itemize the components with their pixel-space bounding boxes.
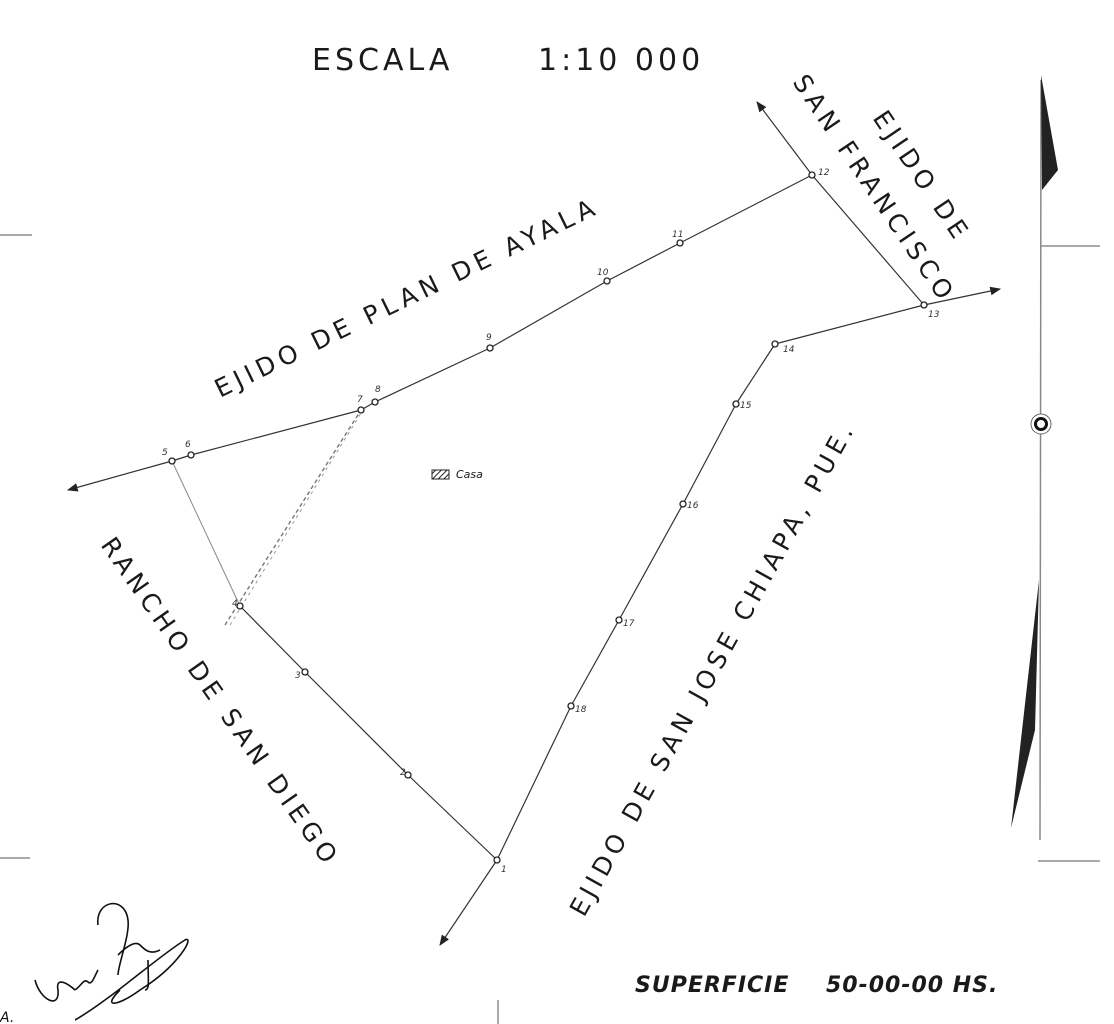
building-label: Casa: [456, 468, 483, 481]
station-label: 10: [597, 268, 609, 278]
boundary-segment: [407, 774, 498, 861]
station-label: 7: [357, 395, 363, 405]
boundary-segment: [682, 403, 737, 505]
boundary-extension-east: [923, 286, 1002, 306]
label-north-neighbor: EJIDO DE PLAN DE AYALA: [210, 191, 604, 403]
station-label: 6: [185, 440, 191, 450]
station-marker: [615, 616, 623, 624]
station-marker: [168, 457, 176, 465]
station-label: 1: [501, 865, 507, 875]
boundary-segment: [606, 242, 681, 282]
station-marker: [603, 277, 611, 285]
station-marker: [808, 171, 816, 179]
station-marker: [676, 239, 684, 247]
boundary-segment: [239, 605, 306, 673]
boundary-segment: [774, 304, 925, 345]
boundary-extension-south: [439, 859, 498, 946]
building-casa: Casa: [431, 468, 483, 481]
station-label: 12: [818, 168, 830, 178]
station-label: 13: [928, 310, 940, 320]
boundary-segment: [570, 619, 620, 707]
station-marker: [679, 500, 687, 508]
boundary-segment: [735, 343, 776, 405]
station-marker: [371, 398, 379, 406]
signature: A.: [0, 902, 189, 1024]
station-label: 18: [575, 705, 587, 715]
boundary-segment-faint: [171, 460, 241, 607]
scale-label: ESCALA: [312, 43, 453, 78]
station-label: 11: [672, 230, 683, 240]
station-marker: [486, 344, 494, 352]
station-marker: [357, 406, 365, 414]
label-west-neighbor: RANCHO DE SAN DIEGO: [95, 532, 346, 873]
station-marker: [732, 400, 740, 408]
station-label: 8: [375, 385, 381, 395]
station-label: 2: [400, 768, 406, 778]
scale-value: 1:10 000: [538, 43, 704, 78]
station-label: 9: [486, 333, 492, 343]
boundary-segment: [304, 671, 409, 776]
station-marker: [187, 451, 195, 459]
boundary-segment: [190, 409, 362, 456]
station-label: 5: [162, 448, 168, 458]
station-label: 3: [295, 671, 301, 681]
north-arrow-icon: [1011, 75, 1058, 841]
boundary-extension-west: [66, 460, 173, 492]
station-label: 14: [783, 345, 795, 355]
station-marker: [236, 602, 244, 610]
boundary-segment: [374, 347, 491, 403]
station-label: 4: [232, 599, 238, 609]
dashed-path: [229, 404, 367, 626]
station-marker: [567, 702, 575, 710]
boundary-segment: [489, 280, 608, 349]
signature-prefix: A.: [0, 1010, 14, 1024]
station-marker: [920, 301, 928, 309]
boundary-extension-north: [756, 101, 813, 176]
margin-ticks: [0, 234, 1100, 1024]
property-boundary: [66, 101, 1002, 946]
dashed-path: [224, 409, 362, 626]
boundary-segment: [679, 174, 813, 244]
station-label: 17: [623, 619, 635, 629]
building-icon: [431, 469, 450, 480]
station-marker: [493, 856, 501, 864]
boundary-segment: [811, 174, 925, 306]
boundary-segment: [618, 503, 684, 621]
area-value: 50-00-00 HS.: [826, 973, 998, 998]
station-label: 15: [740, 401, 752, 411]
station-marker: [771, 340, 779, 348]
label-east-neighbor: EJIDO DE SAN JOSE CHIAPA, PUE.: [564, 416, 862, 921]
area-label: SUPERFICIE: [635, 973, 789, 998]
boundary-segment: [496, 705, 572, 861]
station-marker: [301, 668, 309, 676]
station-marker: [404, 771, 412, 779]
station-label: 16: [687, 501, 699, 511]
